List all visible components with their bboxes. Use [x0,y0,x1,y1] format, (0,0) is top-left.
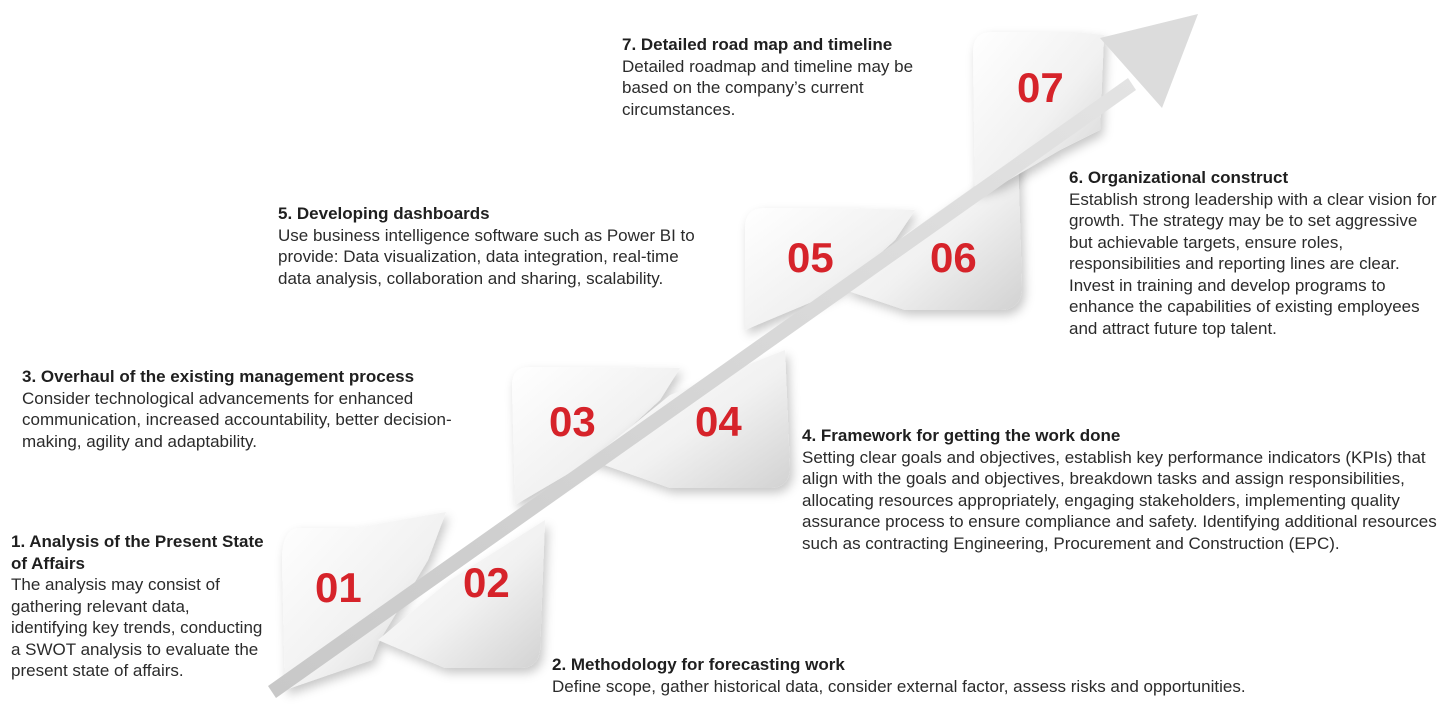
step-4-text: 4. Framework for getting the work done S… [802,425,1438,554]
step-number-05: 05 [787,234,834,281]
step-6-text: 6. Organizational construct Establish st… [1069,167,1445,339]
growth-arrow [268,14,1198,698]
step-number-04: 04 [695,398,742,445]
step-number-01: 01 [315,564,362,611]
step-tile-02 [378,520,545,668]
step-1-text: 1. Analysis of the Present State of Affa… [11,531,269,682]
step-5-text: 5. Developing dashboards Use business in… [278,203,696,289]
step-6-description: Establish strong leadership with a clear… [1069,189,1437,338]
step-4-description: Setting clear goals and objectives, esta… [802,447,1437,553]
step-1-title: 1. Analysis of the Present State of Affa… [11,532,264,573]
step-tile-04 [590,350,790,488]
step-6-title: 6. Organizational construct [1069,168,1289,187]
step-4-title: 4. Framework for getting the work done [802,426,1121,445]
step-tile-01 [282,512,446,690]
step-7-title: 7. Detailed road map and timeline [622,35,893,54]
step-7-text: 7. Detailed road map and timeline Detail… [622,34,958,120]
step-tile-07 [973,32,1104,192]
step-3-description: Consider technological advancements for … [22,388,452,451]
step-number-06: 06 [930,234,977,281]
step-number-03: 03 [549,398,596,445]
step-2-title: 2. Methodology for forecasting work [552,655,845,674]
step-5-description: Use business intelligence software such … [278,225,695,288]
step-7-description: Detailed roadmap and timeline may be bas… [622,56,914,119]
step-2-description: Define scope, gather historical data, co… [552,676,1246,696]
step-3-text: 3. Overhaul of the existing management p… [22,366,506,452]
step-number-02: 02 [463,559,510,606]
step-tile-05 [745,208,915,330]
step-number-07: 07 [1017,64,1064,111]
step-2-text: 2. Methodology for forecasting work Defi… [552,654,1444,697]
step-tile-03 [512,367,680,505]
step-3-title: 3. Overhaul of the existing management p… [22,367,415,386]
step-1-description: The analysis may consist of gathering re… [11,575,263,680]
step-5-title: 5. Developing dashboards [278,204,490,223]
